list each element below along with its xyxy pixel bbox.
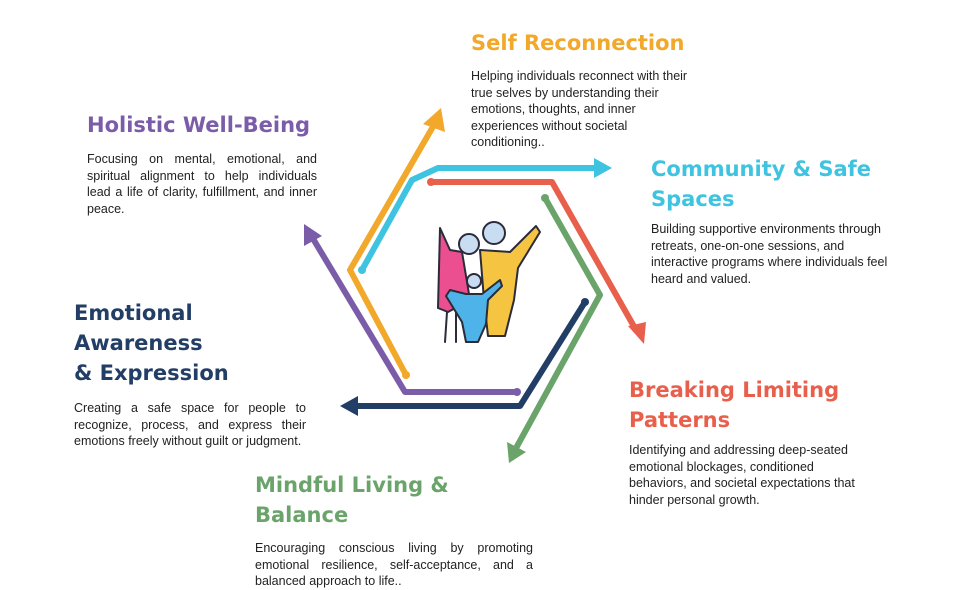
community-title: Community & Safe Spaces [651,157,872,211]
self-reconnection-description: Helping individuals reconnect with their… [471,69,688,149]
emotional-title-line2: & Expression [74,361,229,385]
breaking-description: Identifying and addressing deep-seated e… [629,443,855,507]
section-emotional: Emotional Awareness & Expression Creatin… [74,298,306,450]
emotional-title-line1: Emotional Awareness [74,301,203,355]
arrow-community [359,158,612,273]
arrow-mindful [507,195,603,463]
emotional-description: Creating a safe space for people to reco… [74,401,306,448]
emotional-title: Emotional Awareness & Expression [74,298,306,388]
arrow-emotional [340,299,588,416]
mindful-description: Encouraging conscious living by promotin… [255,541,533,588]
breaking-title: Breaking Limiting Patterns [629,378,840,432]
arrow-self-reconnection [347,108,445,378]
mindful-title: Mindful Living & Balance [255,473,449,527]
arrow-holistic [304,224,520,395]
holistic-title: Holistic Well-Being [87,113,311,137]
section-holistic: Holistic Well-Being Focusing on mental, … [87,110,317,217]
holistic-description: Focusing on mental, emotional, and spiri… [87,152,317,216]
family-icon [437,221,541,343]
self-reconnection-title: Self Reconnection [471,31,685,55]
community-description: Building supportive environments through… [651,222,888,286]
section-mindful: Mindful Living & Balance Encouraging con… [255,470,533,590]
section-community: Community & Safe Spaces Building support… [651,154,931,287]
section-breaking: Breaking Limiting Patterns Identifying a… [629,375,944,508]
arrow-breaking [428,179,646,344]
section-self-reconnection: Self Reconnection Helping individuals re… [471,28,711,151]
